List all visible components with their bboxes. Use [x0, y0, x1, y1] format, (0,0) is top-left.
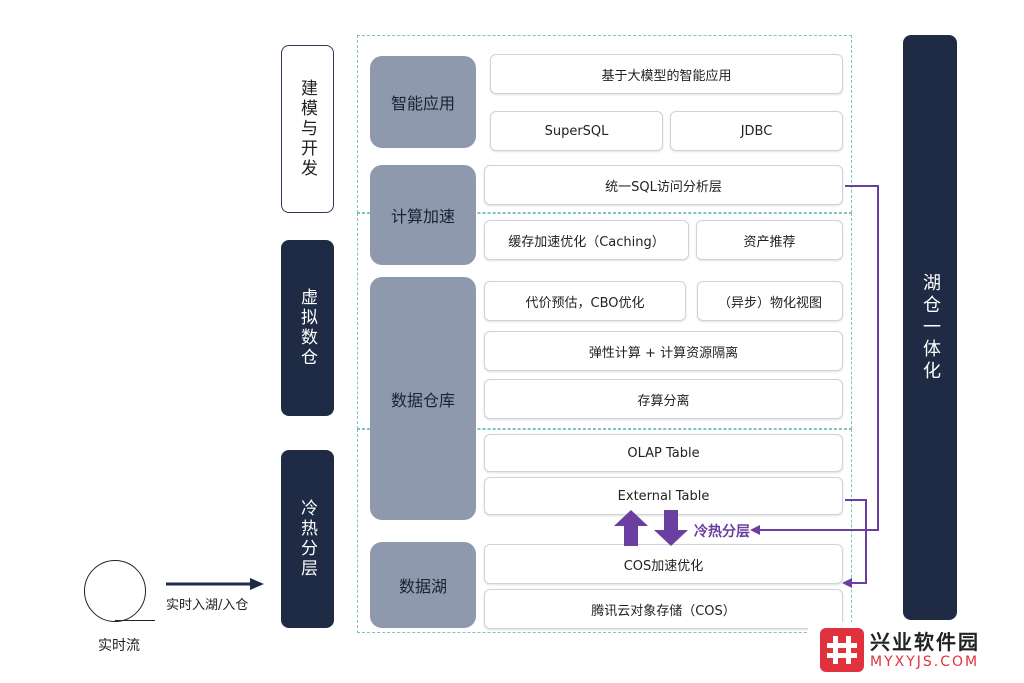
box-asset-recommend: 资产推荐 — [696, 220, 843, 260]
watermark-name: 兴业软件园 — [870, 630, 980, 654]
watermark-logo-icon — [820, 628, 864, 672]
box-olap-table: OLAP Table — [484, 434, 843, 472]
box-elastic-compute-text: 弹性计算 + 计算资源隔离 — [588, 345, 739, 361]
box-cbo-text: 代价预估，CBO优化 — [525, 295, 645, 311]
box-elastic-compute: 弹性计算 + 计算资源隔离 — [484, 331, 843, 371]
category-data-warehouse-text: 数据仓库 — [390, 390, 455, 410]
box-unified-sql: 统一SQL访问分析层 — [484, 165, 843, 205]
category-smart-apps-text: 智能应用 — [390, 94, 455, 113]
box-cos-accel-text: COS加速优化 — [623, 558, 704, 574]
label-hot-cold-tiering-text: 冷热分层 — [297, 499, 317, 579]
box-external-table-text: External Table — [617, 488, 710, 504]
box-mat-view-text: （异步）物化视图 — [717, 295, 822, 311]
down-arrow-icon — [654, 510, 688, 546]
box-jdbc-text: JDBC — [740, 123, 773, 139]
category-compute-accel: 计算加速 — [370, 165, 476, 265]
category-compute-accel-text: 计算加速 — [390, 207, 455, 226]
box-cos-storage-text: 腾讯云对象存储（COS） — [591, 603, 736, 619]
box-cos-accel: COS加速优化 — [484, 544, 843, 584]
lakehouse-bar-text: 湖仓一体化 — [920, 272, 941, 383]
section-top — [357, 35, 852, 213]
box-supersql: SuperSQL — [490, 111, 663, 151]
label-modeling-dev-text: 建模与开发 — [297, 79, 317, 179]
label-hot-cold-tiering: 冷热分层 — [281, 450, 334, 628]
box-cache-accel: 缓存加速优化（Caching） — [484, 220, 689, 260]
box-olap-table-text: OLAP Table — [627, 445, 700, 461]
category-data-lake: 数据湖 — [370, 542, 476, 628]
box-storage-compute-text: 存算分离 — [637, 393, 690, 409]
box-external-table: External Table — [484, 477, 843, 515]
stream-arrow-label: 实时入湖/入仓 — [166, 598, 249, 613]
box-unified-sql-text: 统一SQL访问分析层 — [605, 179, 722, 195]
box-asset-recommend-text: 资产推荐 — [743, 234, 796, 250]
stream-arrow — [166, 578, 264, 590]
label-modeling-dev: 建模与开发 — [281, 45, 334, 213]
label-virtual-warehouse-text: 虚拟数仓 — [297, 288, 317, 368]
category-data-lake-text: 数据湖 — [398, 577, 447, 596]
tiering-label: 冷热分层 — [694, 524, 750, 540]
box-cache-accel-text: 缓存加速优化（Caching） — [508, 234, 665, 250]
box-cos-storage: 腾讯云对象存储（COS） — [484, 589, 843, 629]
category-data-warehouse: 数据仓库 — [370, 277, 476, 520]
stream-tail — [115, 620, 155, 621]
box-storage-compute: 存算分离 — [484, 379, 843, 419]
box-supersql-text: SuperSQL — [544, 123, 609, 139]
box-llm-apps-text: 基于大模型的智能应用 — [601, 68, 732, 84]
box-llm-apps: 基于大模型的智能应用 — [490, 54, 843, 94]
category-smart-apps: 智能应用 — [370, 56, 476, 148]
watermark-url: MYXYJS.COM — [870, 654, 980, 670]
section-middle — [357, 213, 852, 429]
stream-circle — [84, 560, 146, 622]
up-arrow-icon — [614, 510, 648, 546]
watermark: 兴业软件园 MYXYJS.COM — [808, 622, 1024, 680]
lakehouse-bar: 湖仓一体化 — [903, 35, 957, 620]
box-mat-view: （异步）物化视图 — [697, 281, 843, 321]
box-cbo: 代价预估，CBO优化 — [484, 281, 686, 321]
stream-label: 实时流 — [98, 638, 140, 654]
label-virtual-warehouse: 虚拟数仓 — [281, 240, 334, 416]
box-jdbc: JDBC — [670, 111, 843, 151]
